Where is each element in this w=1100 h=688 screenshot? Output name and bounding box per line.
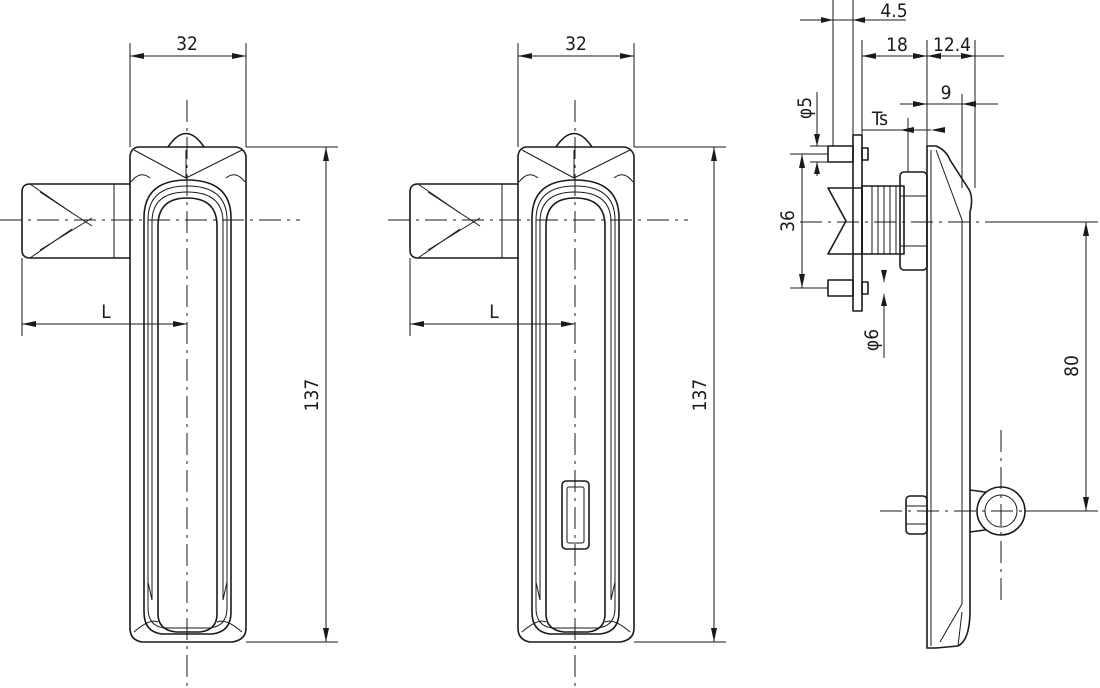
side-view: 4.5 18 12.4 9 Ts φ5 <box>777 0 1098 649</box>
dimension-phi6: φ6 <box>861 329 883 351</box>
dimension-9: 9 <box>941 82 952 104</box>
height-dimension-label: 137 <box>301 379 323 412</box>
dimension-phi5: φ5 <box>794 97 816 119</box>
width-dimension-label: 32 <box>565 33 587 55</box>
front-view-left: 32 137 L <box>0 33 338 688</box>
length-dimension-label: L <box>489 301 499 323</box>
dimension-36: 36 <box>777 210 799 232</box>
height-dimension-label: 137 <box>689 379 711 412</box>
length-dimension-label: L <box>101 301 111 323</box>
dimension-ts: Ts <box>871 108 888 130</box>
dimension-4-5: 4.5 <box>880 0 907 22</box>
dimension-18: 18 <box>886 34 908 56</box>
dimension-80: 80 <box>1061 355 1083 377</box>
width-dimension-label: 32 <box>176 33 198 55</box>
front-view-right: 32 137 L <box>388 33 726 688</box>
dimension-12-4: 12.4 <box>933 34 971 56</box>
